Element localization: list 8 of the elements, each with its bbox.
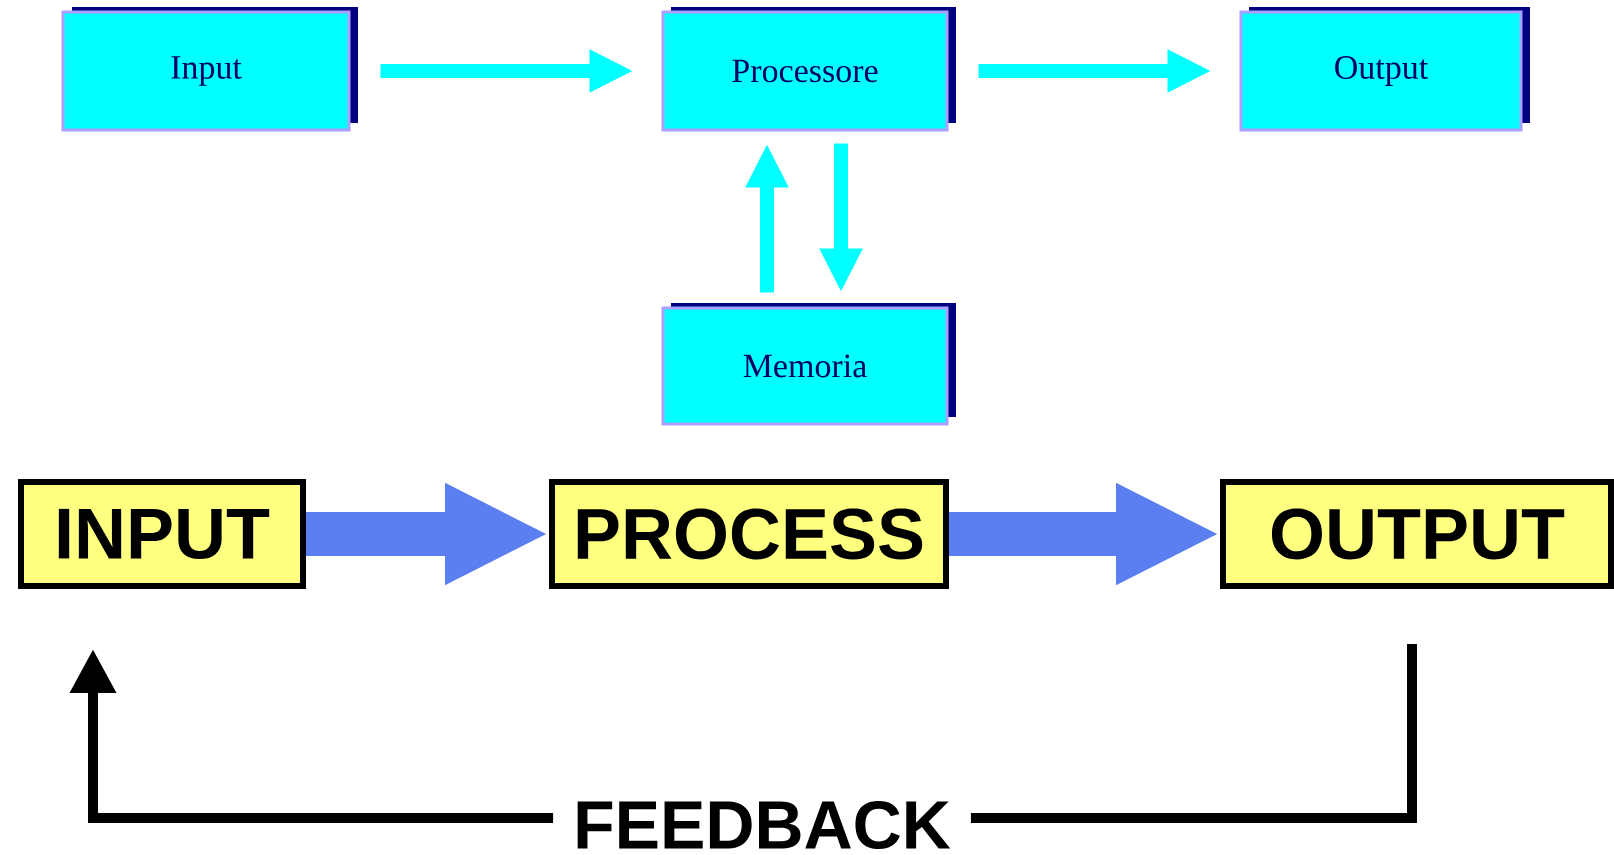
process-box: Input <box>61 7 358 132</box>
process-box: OUTPUT <box>1220 479 1614 589</box>
process-box: Output <box>1239 7 1530 132</box>
process-box: PROCESS <box>549 479 949 589</box>
edge-label: FEEDBACK <box>553 796 971 854</box>
process-box: Memoria <box>661 303 956 426</box>
process-box: Processore <box>661 7 956 132</box>
process-box: INPUT <box>18 479 306 589</box>
